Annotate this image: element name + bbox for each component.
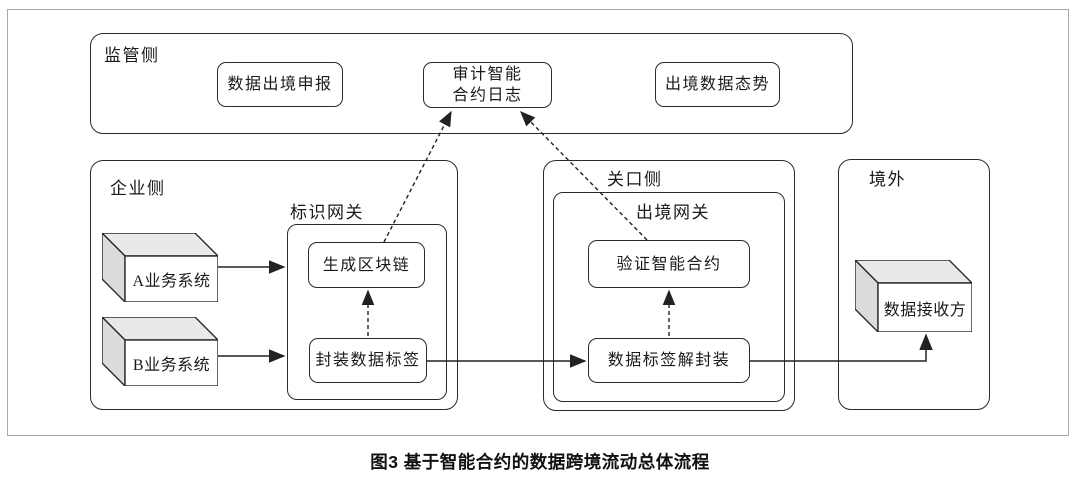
system-b-label: B业务系统 xyxy=(132,357,211,374)
system-a-cube: A业务系统 xyxy=(102,233,218,302)
audit-log-label-line2: 合约日志 xyxy=(452,87,523,104)
exit-data-situation-label: 出境数据态势 xyxy=(664,76,770,93)
enterprise-region-label: 企业侧 xyxy=(110,179,166,198)
system-a-label: A业务系统 xyxy=(132,273,211,290)
data-exit-declaration-label: 数据出境申报 xyxy=(227,76,333,93)
exit-data-situation-node: 出境数据态势 xyxy=(655,62,780,107)
regulator-region-label: 监管侧 xyxy=(104,46,160,65)
cube-shape-icon xyxy=(855,260,972,332)
cube-shape-icon xyxy=(102,233,218,302)
data-exit-declaration-node: 数据出境申报 xyxy=(217,62,343,107)
audit-smart-contract-log-node: 审计智能 合约日志 xyxy=(423,62,552,108)
verify-smart-contract-node: 验证智能合约 xyxy=(588,240,750,288)
exit-gateway-label: 出境网关 xyxy=(636,203,710,222)
generate-blockchain-label: 生成区块链 xyxy=(322,256,411,274)
data-receiver-cube: 数据接收方 xyxy=(855,260,972,332)
system-b-cube: B业务系统 xyxy=(102,317,218,386)
overseas-region-label: 境外 xyxy=(869,170,906,189)
audit-log-label-line1: 审计智能 xyxy=(452,66,523,83)
pack-data-label-label: 封装数据标签 xyxy=(315,352,421,369)
data-receiver-label: 数据接收方 xyxy=(883,301,967,319)
unpack-data-label-label: 数据标签解封装 xyxy=(607,352,731,369)
pack-data-label-node: 封装数据标签 xyxy=(309,338,427,383)
figure-caption: 图3 基于智能合约的数据跨境流动总体流程 xyxy=(370,452,710,472)
id-gateway-label: 标识网关 xyxy=(290,203,364,222)
generate-blockchain-node: 生成区块链 xyxy=(308,242,425,288)
unpack-data-label-node: 数据标签解封装 xyxy=(588,338,750,383)
checkpoint-region-label: 关口侧 xyxy=(607,170,663,189)
verify-smart-contract-label: 验证智能合约 xyxy=(616,255,722,273)
cube-shape-icon xyxy=(102,317,218,386)
